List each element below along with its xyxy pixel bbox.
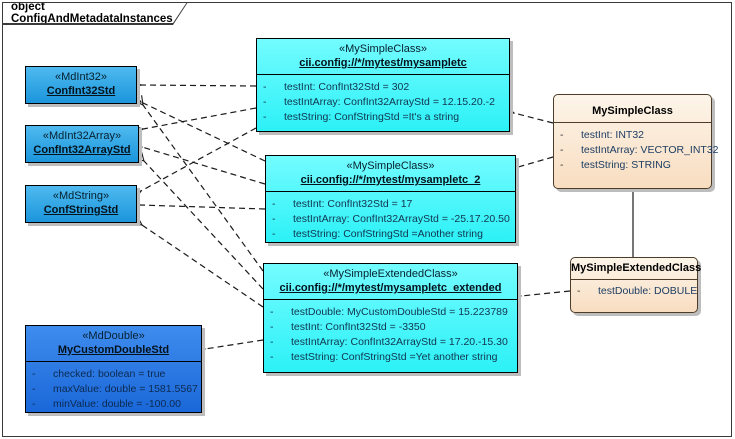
compartment-separator <box>554 122 711 123</box>
dependency-mysampletc-to-confint32std[interactable] <box>132 79 257 90</box>
node-name: MySimpleExtendedClass <box>571 262 702 274</box>
attribute-row: testInt: ConfInt32Std = -3350 <box>270 320 513 335</box>
attribute-row: testString: STRING <box>560 158 707 173</box>
node-name: cii.config://*/mytest/mysampletc_extende… <box>279 282 502 294</box>
attribute-row: testString: ConfStringStd =It's a string <box>263 110 505 125</box>
attribute-row: testInt: INT32 <box>560 128 707 143</box>
dependency-extended-to-confstringstd[interactable] <box>132 216 264 308</box>
node-mysampletc2[interactable]: «MySimpleClass» cii.config://*/mytest/my… <box>265 155 516 243</box>
stereotype-label: «MySimpleClass» <box>346 160 435 172</box>
compartment-separator <box>257 74 509 75</box>
node-name: ConfStringStd <box>43 204 119 216</box>
attribute-row: testIntArray: VECTOR_INT32 <box>560 143 719 158</box>
dependency-extended-to-confint32std[interactable] <box>133 95 264 272</box>
node-mysimpleextendedclass[interactable]: MySimpleExtendedClass testDouble: DOBULE <box>570 257 702 313</box>
dependency-mysampletc2-to-confint32std[interactable] <box>131 93 266 162</box>
stereotype-label: «MySimpleExtendedClass» <box>323 268 458 280</box>
attribute-row: checked: boolean = true <box>32 367 197 382</box>
attribute-row: testDouble: DOBULE <box>577 284 697 299</box>
dependency-extended-to-mycustomdoublestd[interactable] <box>195 339 264 356</box>
attribute-row: minValue: double = -100.00 <box>32 397 197 412</box>
attribute-row: testIntArray: ConfInt32ArrayStd = 12.15.… <box>263 95 505 110</box>
node-mycustomdoublestd[interactable]: «MdDouble» MyCustomDoubleStd checked: bo… <box>25 325 202 413</box>
attribute-row: maxValue: double = 1581.5567 <box>32 382 198 397</box>
dependency-mysampletc2-to-confint32arraystd[interactable] <box>132 139 266 185</box>
node-confint32std[interactable]: «MdInt32» ConfInt32Std <box>25 66 137 104</box>
compartment-separator <box>571 279 697 280</box>
dependency-extendedclass-to-extended[interactable] <box>511 290 571 302</box>
node-mysimpleclass[interactable]: MySimpleClass testInt: INT32 testIntArra… <box>553 94 719 189</box>
dependency-mysampletc2-to-confstringstd[interactable] <box>130 199 266 210</box>
compartment-separator <box>264 299 517 300</box>
node-mysampletc-extended[interactable]: «MySimpleExtendedClass» cii.config://*/m… <box>263 263 518 373</box>
attribute-row: testDouble: MyCustomDoubleStd = 15.22378… <box>270 305 513 320</box>
frame-label-tab: object ConfigAndMetadataInstances <box>2 2 188 25</box>
node-mysampletc[interactable]: «MySimpleClass» cii.config://*/mytest/my… <box>256 38 510 132</box>
dependency-mysampletc-to-confint32arraystd[interactable] <box>133 107 257 136</box>
compartment-separator <box>26 361 201 362</box>
attribute-row: testInt: ConfInt32Std = 302 <box>263 80 505 95</box>
node-name: ConfInt32ArrayStd <box>33 144 131 156</box>
node-confstringstd[interactable]: «MdString» ConfStringStd <box>25 185 137 223</box>
node-name: cii.config://*/mytest/mysampletc <box>299 57 467 69</box>
node-name: ConfInt32Std <box>46 85 116 97</box>
dependency-extended-to-confint32arraystd[interactable] <box>134 151 264 290</box>
frame-label: object ConfigAndMetadataInstances <box>3 2 187 23</box>
dependency-mysimpleclass-to-mysampletc[interactable] <box>504 105 554 124</box>
stereotype-label: «MySimpleClass» <box>338 43 428 55</box>
dependency-mysampletc-to-confstringstd[interactable] <box>131 127 257 200</box>
stereotype-label: «MdString» <box>52 190 110 202</box>
attribute-row: testIntArray: ConfInt32ArrayStd = -25.17… <box>272 212 511 227</box>
attribute-row: testString: ConfStringStd =Another strin… <box>272 227 511 242</box>
node-name: MySimpleClass <box>592 105 673 117</box>
node-confint32arraystd[interactable]: «MdInt32Array» ConfInt32ArrayStd <box>25 125 139 163</box>
attribute-row: testString: ConfStringStd =Yet another s… <box>270 350 513 365</box>
node-name: cii.config://*/mytest/mysampletc_2 <box>300 174 481 186</box>
stereotype-label: «MdInt32» <box>55 71 107 83</box>
dependency-mysimpleclass-to-mysampletc2[interactable] <box>508 156 554 175</box>
node-name: MyCustomDoubleStd <box>57 344 170 356</box>
stereotype-label: «MdDouble» <box>82 330 145 342</box>
attribute-row: testIntArray: ConfInt32ArrayStd = 17.20.… <box>270 335 513 350</box>
compartment-separator <box>266 191 515 192</box>
stereotype-label: «MdInt32Array» <box>42 130 122 142</box>
attribute-row: testInt: ConfInt32Std = 17 <box>272 197 511 212</box>
